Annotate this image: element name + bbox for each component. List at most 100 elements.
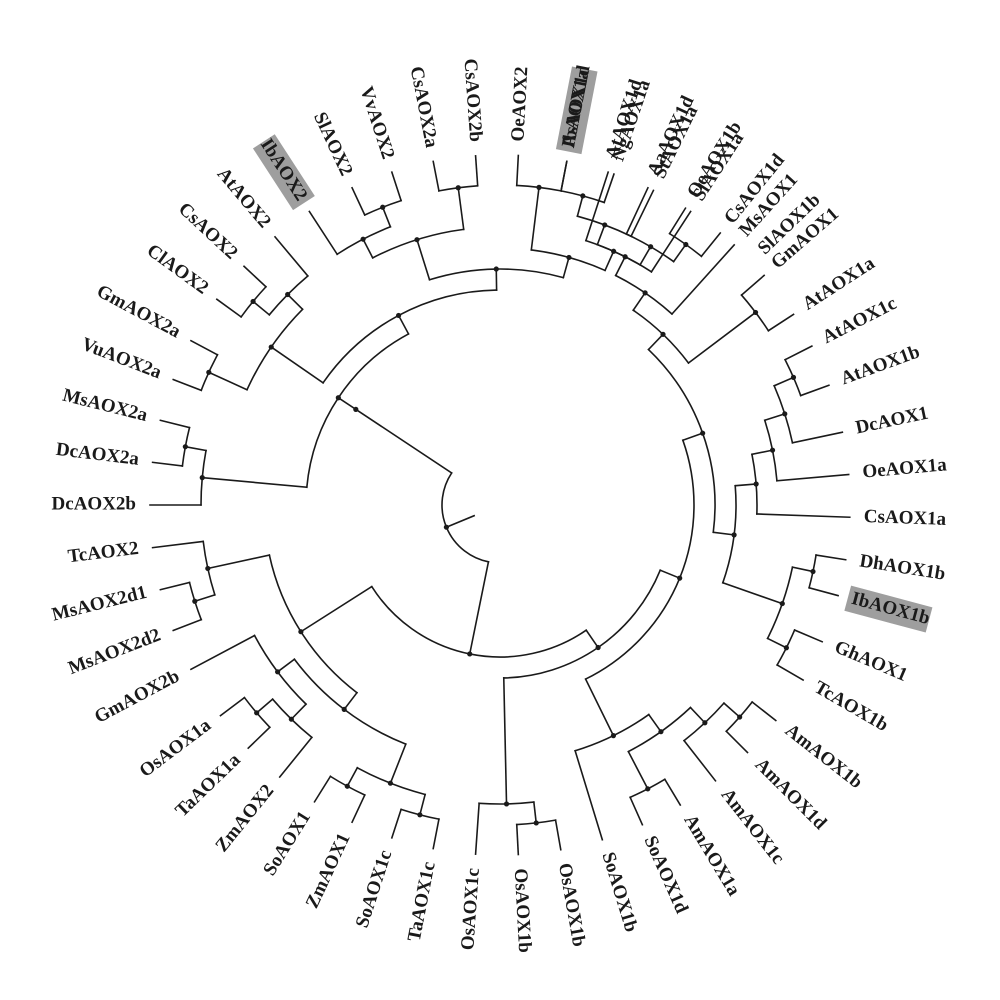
leaf-label: SoAOX1 xyxy=(259,808,315,880)
leaf-label: CsAOX2 xyxy=(174,199,242,264)
internal-node xyxy=(645,786,651,792)
radial-branch xyxy=(389,743,407,785)
radial-branch xyxy=(251,300,271,316)
internal-node xyxy=(360,236,366,242)
highlight-box xyxy=(844,585,933,633)
leaf-label-group: IbAOX1b xyxy=(844,585,933,633)
radial-branch xyxy=(151,461,184,467)
leaf-label-group: SoAOX1b xyxy=(597,850,641,935)
leaf-label: GmAOX2a xyxy=(93,281,184,343)
internal-node xyxy=(250,298,256,305)
radial-branch xyxy=(381,206,392,228)
radial-branch xyxy=(734,483,758,487)
leaf-label-group: VuAOX2a xyxy=(79,334,165,384)
internal-node xyxy=(268,344,274,350)
leaf-label: ZmAOX1 xyxy=(302,830,355,912)
highlight-box xyxy=(252,134,315,211)
leaf-label: VvAOX2 xyxy=(355,84,398,162)
leaf-label: OeAOX2 xyxy=(507,66,532,142)
radial-branch xyxy=(722,701,741,719)
internal-node xyxy=(417,812,423,818)
internal-node xyxy=(752,309,759,316)
radial-branch xyxy=(286,293,304,311)
radial-branch xyxy=(808,586,840,597)
internal-node xyxy=(192,598,198,604)
leaf-label: DcAOX1 xyxy=(854,403,931,439)
leaf-label: AtAOX1c xyxy=(819,293,900,348)
internal-node xyxy=(353,406,359,412)
radial-branch xyxy=(638,245,652,266)
radial-branch xyxy=(206,554,271,570)
internal-node xyxy=(648,244,654,250)
leaf-label: CsAOX2a xyxy=(406,65,442,150)
leaf-label-group: IbAOX2 xyxy=(252,134,315,211)
radial-branch xyxy=(532,801,538,824)
leaf-label: GmAOX2b xyxy=(91,666,183,728)
radial-branch xyxy=(184,445,207,452)
leaf-label-group: GmAOX2b xyxy=(91,666,183,728)
leaf-label: OsAOX1a xyxy=(136,714,216,781)
internal-node xyxy=(275,669,281,675)
internal-node xyxy=(288,716,294,722)
leaf-label-group: OsAOX1b xyxy=(510,868,535,953)
radial-branch xyxy=(791,566,814,573)
leaf-label: ClAOX2 xyxy=(143,240,213,299)
leaf-label-group: GhAOX1 xyxy=(831,637,910,686)
radial-branch xyxy=(215,298,243,319)
leaf-label-group: ZmAOX2 xyxy=(211,781,278,857)
radial-branch xyxy=(415,238,431,281)
radial-branch xyxy=(647,713,663,733)
leaf-label-group: ClAOX2 xyxy=(143,240,213,299)
radial-branch xyxy=(585,629,600,649)
leaf-label-group: ZmAOX1 xyxy=(302,830,355,912)
radial-branch xyxy=(763,412,786,422)
leaf-label: AmAOX1c xyxy=(717,785,789,869)
internal-node xyxy=(566,254,572,261)
radial-branch xyxy=(793,628,824,643)
internal-node xyxy=(455,185,461,191)
internal-node xyxy=(790,374,797,381)
leaf-label-group: AtAOX1b xyxy=(838,341,923,389)
internal-node xyxy=(810,568,816,575)
radial-branch xyxy=(299,585,373,633)
radial-branch xyxy=(625,186,649,236)
internal-node xyxy=(206,369,212,375)
radial-branch xyxy=(700,231,722,258)
internal-node xyxy=(503,801,510,807)
radial-branch xyxy=(721,581,784,605)
leaf-label: OsAOX1b xyxy=(554,861,589,948)
radial-branch xyxy=(632,291,647,312)
leaf-label-group: DcAOX2b xyxy=(52,493,136,514)
radial-branch xyxy=(432,818,440,850)
radial-branch xyxy=(689,706,707,724)
radial-branch xyxy=(351,793,366,824)
radial-branch xyxy=(751,700,777,722)
radial-branch xyxy=(776,473,850,482)
internal-node xyxy=(677,575,683,581)
radial-branch xyxy=(159,581,191,591)
leaf-label-group: SoAOX1d xyxy=(640,833,693,917)
radial-branch xyxy=(756,513,851,519)
radial-branch xyxy=(574,749,604,841)
internal-node xyxy=(380,204,386,210)
radial-branch xyxy=(432,160,440,192)
radial-branch xyxy=(313,775,332,803)
internal-node xyxy=(782,411,788,417)
internal-node xyxy=(783,645,789,651)
internal-node xyxy=(536,184,542,190)
arc-branch xyxy=(502,569,662,679)
leaf-label-group: AmAOX1c xyxy=(717,785,789,869)
leaf-label-group: DhAOX1b xyxy=(858,550,947,584)
radial-branch xyxy=(247,726,271,750)
internal-node xyxy=(769,447,776,453)
leaf-label-group: AmAOX1a xyxy=(679,811,744,900)
arc-branch xyxy=(321,289,498,384)
leaf-label-group: GmAOX2a xyxy=(93,281,184,343)
radial-branch xyxy=(668,207,687,235)
arc-branch xyxy=(647,348,716,534)
radial-branch xyxy=(584,171,610,242)
radial-branch xyxy=(159,419,191,429)
radial-branch xyxy=(663,778,682,807)
internal-node xyxy=(443,524,450,530)
